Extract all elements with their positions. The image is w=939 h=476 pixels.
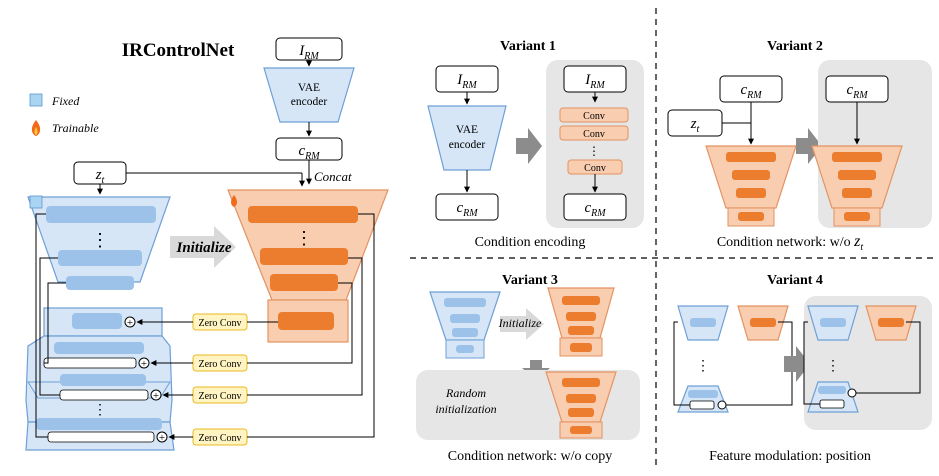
svg-text:cRM: cRM bbox=[456, 200, 478, 219]
svg-text:Zero Conv: Zero Conv bbox=[198, 318, 241, 329]
ice-cube-icon bbox=[29, 93, 43, 107]
variant4-title: Variant 4 bbox=[767, 273, 823, 288]
svg-text:+: + bbox=[127, 317, 133, 329]
svg-text:Random: Random bbox=[445, 386, 486, 400]
svg-text:cRM: cRM bbox=[846, 82, 868, 101]
variant3-caption: Condition network: w/o copy bbox=[448, 449, 613, 464]
main-title: IRControlNet bbox=[122, 40, 235, 61]
trainable-copy: ⋮ bbox=[227, 189, 389, 343]
variant2-caption: Condition network: w/o zt bbox=[717, 233, 864, 253]
concat-label: Concat bbox=[314, 169, 352, 184]
legend-fixed: Fixed bbox=[29, 93, 80, 108]
frozen-unet: ⋮ + + + ⋮ + bbox=[25, 195, 175, 451]
initialize-arrow bbox=[170, 226, 236, 268]
zero-conv-4: Zero Conv bbox=[192, 428, 248, 446]
ellipsis: ⋮ bbox=[91, 230, 109, 250]
variant1-caption: Condition encoding bbox=[475, 235, 586, 250]
vae-encoder bbox=[263, 67, 355, 123]
variant3-title: Variant 3 bbox=[502, 273, 558, 288]
flame-icon bbox=[231, 195, 237, 207]
legend-trainable-label: Trainable bbox=[52, 121, 99, 135]
v1-panel bbox=[546, 60, 644, 228]
svg-text:⋮: ⋮ bbox=[696, 359, 710, 374]
latent-label: zt bbox=[95, 167, 105, 186]
variant1-title: Variant 1 bbox=[500, 39, 556, 54]
legend-trainable: Trainable bbox=[31, 120, 99, 136]
svg-text:⋮: ⋮ bbox=[588, 144, 600, 158]
ice-cube-icon bbox=[29, 195, 43, 209]
svg-text:Zero Conv: Zero Conv bbox=[198, 433, 241, 444]
input-image-label: IRM bbox=[298, 43, 319, 62]
v1-arrow bbox=[516, 128, 542, 164]
vae-encoder-label-1: VAE bbox=[298, 82, 320, 94]
svg-text:+: + bbox=[153, 390, 159, 402]
svg-text:+: + bbox=[141, 358, 147, 370]
svg-text:cRM: cRM bbox=[584, 200, 606, 219]
svg-text:encoder: encoder bbox=[449, 139, 486, 151]
svg-text:IRM: IRM bbox=[456, 72, 477, 91]
svg-text:+: + bbox=[159, 432, 165, 444]
svg-text:cRM: cRM bbox=[740, 82, 762, 101]
svg-text:IRM: IRM bbox=[584, 72, 605, 91]
svg-text:Conv: Conv bbox=[583, 129, 605, 140]
svg-text:Zero Conv: Zero Conv bbox=[198, 359, 241, 370]
svg-text:zt: zt bbox=[690, 116, 700, 135]
svg-text:⋮: ⋮ bbox=[826, 359, 840, 374]
variant2-title: Variant 2 bbox=[767, 39, 823, 54]
initialize-label: Initialize bbox=[175, 240, 231, 256]
v1-vae-encoder bbox=[427, 105, 507, 171]
svg-text:Conv: Conv bbox=[584, 163, 606, 174]
zero-conv-2: Zero Conv bbox=[192, 354, 248, 372]
svg-text:Conv: Conv bbox=[583, 111, 605, 122]
legend-fixed-label: Fixed bbox=[51, 94, 80, 108]
svg-text:⋮: ⋮ bbox=[295, 228, 313, 248]
variant4-caption: Feature modulation: position bbox=[709, 449, 871, 464]
vae-encoder-label-2: encoder bbox=[291, 96, 328, 108]
svg-text:Initialize: Initialize bbox=[498, 316, 542, 330]
zero-conv-1: Zero Conv bbox=[192, 313, 248, 331]
zero-conv-3: Zero Conv bbox=[192, 386, 248, 404]
svg-text:Zero Conv: Zero Conv bbox=[198, 391, 241, 402]
v1-output-box bbox=[435, 193, 499, 221]
condition-label: cRM bbox=[298, 143, 320, 162]
svg-text:initialization: initialization bbox=[435, 402, 496, 416]
svg-text:⋮: ⋮ bbox=[93, 403, 107, 418]
svg-text:VAE: VAE bbox=[456, 124, 478, 136]
